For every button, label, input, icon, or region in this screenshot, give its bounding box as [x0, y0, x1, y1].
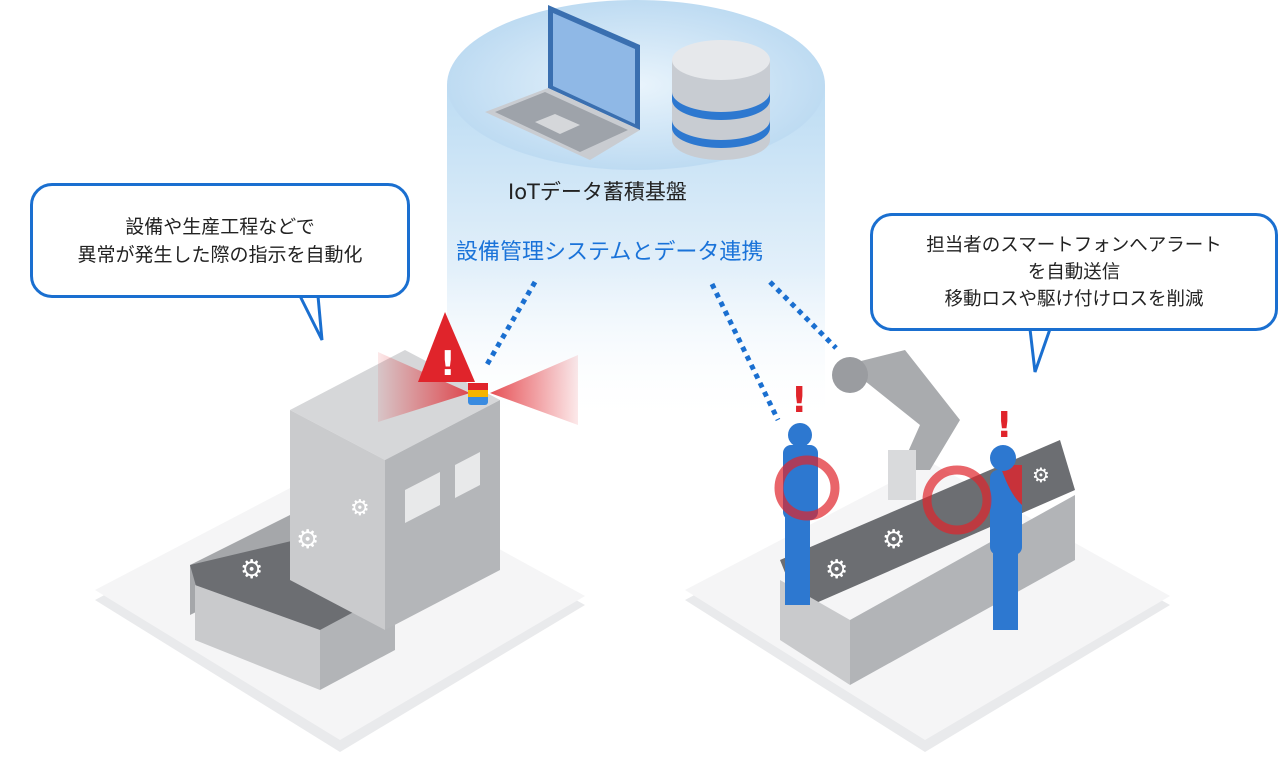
left-production-line: ⚙ ⚙ ⚙ !	[95, 312, 585, 752]
bubble-line: 移動ロスや駆け付けロスを削減	[944, 288, 1204, 310]
right-production-line: ⚙ ⚙ ! ! ⚙	[685, 350, 1170, 752]
left-bubble-tail	[297, 294, 324, 341]
left-speech-bubble: 設備や生産工程などで 異常が発生した際の指示を自動化	[30, 183, 410, 298]
robot-arm	[845, 350, 960, 470]
gear-icon: ⚙	[882, 525, 905, 555]
gear-icon: ⚙	[1032, 463, 1050, 487]
link-label: 設備管理システムとデータ連携	[456, 240, 764, 265]
gear-icon: ⚙	[825, 555, 848, 585]
right-speech-bubble: 担当者のスマートフォンへアラート を自動送信 移動ロスや駆け付けロスを削減	[870, 213, 1278, 331]
bubble-line: 設備や生産工程などで	[125, 215, 315, 238]
warning-icon	[418, 312, 475, 382]
worker-1: !	[774, 380, 840, 605]
alert-icon: !	[791, 380, 807, 421]
data-link-lines	[482, 280, 838, 422]
gear-icon: ⚙	[350, 496, 370, 521]
laptop-icon	[485, 5, 640, 160]
bubble-line: 異常が発生した際の指示を自動化	[77, 243, 363, 266]
worker-2: !	[922, 405, 1022, 630]
bubble-line: 担当者のスマートフォンへアラート	[926, 234, 1222, 256]
gear-icon: ⚙	[296, 525, 319, 555]
gear-icon: ⚙	[240, 555, 263, 585]
bubble-line: を自動送信	[1027, 261, 1121, 283]
right-bubble-tail	[1028, 327, 1053, 373]
alert-icon: !	[996, 405, 1012, 446]
storage-label: IoTデータ蓄積基盤	[508, 180, 687, 204]
database-icon	[672, 40, 770, 160]
svg-text:!: !	[440, 344, 456, 384]
